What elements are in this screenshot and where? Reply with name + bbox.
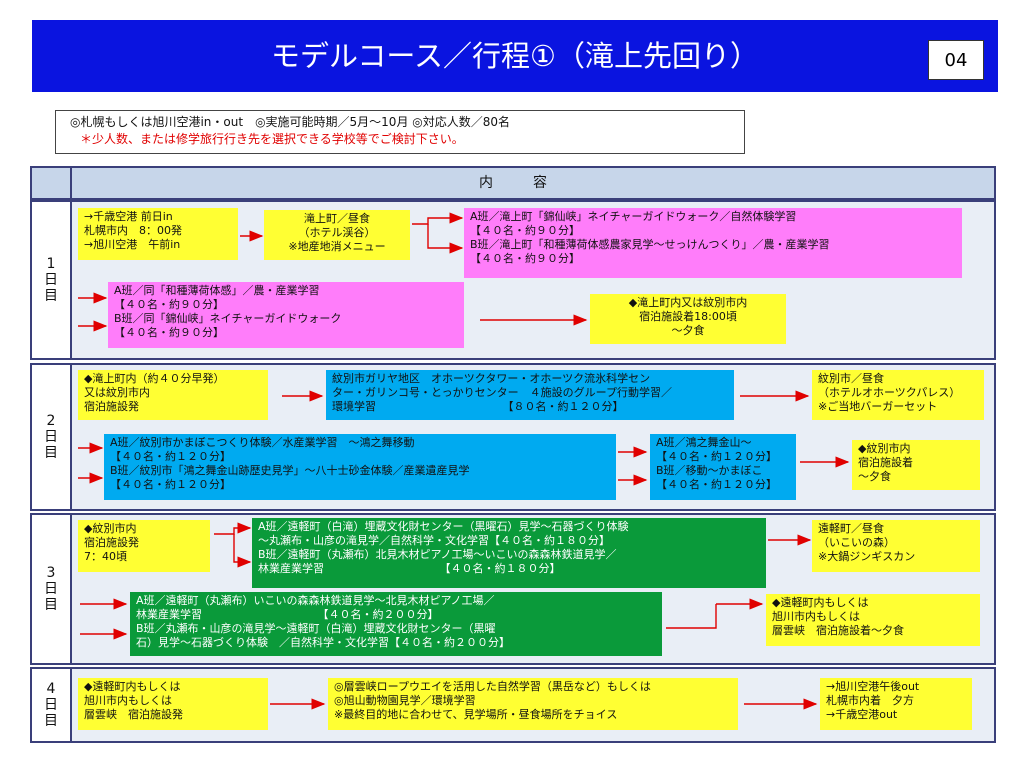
day4-label: 4日目 — [32, 669, 72, 741]
day3-label: 3日目 — [32, 515, 72, 663]
day1-afternoon-activity-box: A班／同「和種薄荷体感」／農・産業学習 【４０名・約９０分】 B班／同「錦仙峡」… — [108, 282, 464, 348]
day1-lodging-box: ◆滝上町内又は紋別市内 宿泊施設着18:00頃 ～夕食 — [590, 294, 786, 344]
day3-morning-activity-box: A班／遠軽町（白滝）埋蔵文化財センター（黒曜石）見学～石器づくり体験 ～丸瀬布・… — [252, 518, 766, 588]
day4-activity-box: ◎層雲峡ロープウエイを活用した自然学習（黒岳など）もしくは ◎旭山動物園見学／環… — [328, 678, 738, 730]
page-number: 04 — [928, 40, 984, 80]
header-bar — [32, 20, 998, 92]
day2-lodging-box: ◆紋別市内 宿泊施設着 ～夕食 — [852, 440, 980, 490]
day1-label: 1日目 — [32, 202, 72, 358]
arrow — [214, 522, 252, 535]
day2-label: 2日目 — [32, 365, 72, 509]
day3-departure-box: ◆紋別市内 宿泊施設発 7：40頃 — [78, 520, 210, 572]
info-line-2: ＊少人数、または修学旅行行き先を選択できる学校等でご検討下さい。 — [80, 132, 464, 146]
day4-departure-box: ◆遠軽町内もしくは 旭川市内もしくは 層雲峡 宿泊施設発 — [78, 678, 268, 730]
day2-departure-box: ◆滝上町内（約４０分早発） 又は紋別市内 宿泊施設発 — [78, 370, 268, 420]
table-header-label: 内容 — [72, 168, 994, 198]
table-header-corner — [32, 168, 72, 198]
info-box: ◎札幌もしくは旭川空港in・out ◎実施可能時期／5月～10月 ◎対応人数／8… — [55, 110, 745, 154]
day2-lunch-box: 紋別市／昼食 （ホテルオホーツクパレス） ※ご当地バーガーセット — [812, 370, 984, 420]
arrow — [427, 224, 464, 254]
arrow — [233, 534, 252, 568]
page-title: モデルコース／行程①（滝上先回り） — [271, 39, 759, 73]
day1-departure-box: →千歳空港 前日in 札幌市内 8：00発 →旭川空港 午前in — [78, 208, 238, 260]
day3-lodging-box: ◆遠軽町内もしくは 旭川市内もしくは 層雲峡 宿泊施設着～夕食 — [766, 594, 980, 646]
day2-afternoon-activity-box: A班／紋別市かまぼこつくり体験／水産業学習 ～鴻之舞移動 【４０名・約１２０分】… — [104, 434, 616, 500]
day2-swap-activity-box: A班／鴻之舞金山～ 【４０名・約１２０分】 B班／移動～かまぼこ 【４０名・約１… — [650, 434, 796, 500]
info-line-1: ◎札幌もしくは旭川空港in・out ◎実施可能時期／5月～10月 ◎対応人数／8… — [70, 115, 510, 129]
day1-morning-activity-box: A班／滝上町「錦仙峡」ネイチャーガイドウォーク／自然体験学習 【４０名・約９０分… — [464, 208, 962, 278]
day2-garia-activity-box: 紋別市ガリヤ地区 オホーツクタワー・オホーツク流氷科学セン ター・ガリンコ号・と… — [326, 370, 734, 420]
day4-return-box: →旭川空港午後out 札幌市内着 夕方 →千歳空港out — [820, 678, 972, 730]
day3-afternoon-activity-box: A班／遠軽町（丸瀬布）いこいの森森林鉄道見学～北見木材ピアノ工場／ 林業産業学習… — [130, 592, 662, 656]
arrow — [412, 212, 464, 225]
day3-lunch-box: 遠軽町／昼食 （いこいの森） ※大鍋ジンギスカン — [812, 520, 980, 572]
arrow — [666, 604, 717, 629]
day1-lunch-box: 滝上町／昼食 （ホテル渓谷） ※地産地消メニュー — [264, 210, 410, 260]
